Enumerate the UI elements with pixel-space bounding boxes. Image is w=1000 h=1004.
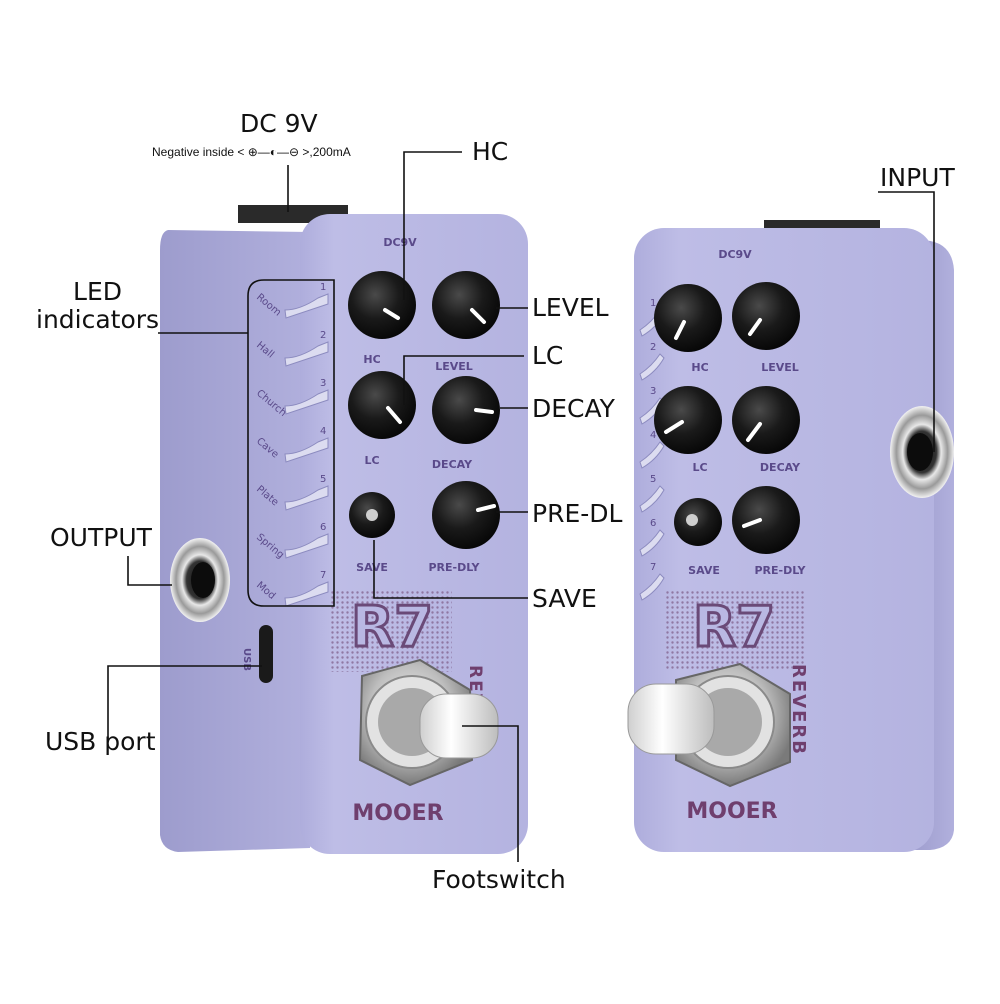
- usb-leader: [107, 665, 262, 742]
- led-indicator-right-spring: [639, 529, 665, 557]
- dc-callout: DC 9V: [240, 109, 318, 138]
- led-number: 4: [320, 426, 326, 437]
- led-indicator-right-plate: [639, 485, 665, 513]
- led-number-right: 1: [650, 298, 656, 309]
- brand-logo-right: MOOER: [686, 799, 777, 824]
- save-leader: [373, 540, 528, 599]
- save-callout: SAVE: [532, 584, 597, 613]
- knob-decay[interactable]: [432, 376, 500, 444]
- knob-lc[interactable]: [348, 371, 416, 439]
- knob-decay-right[interactable]: [732, 386, 800, 454]
- model-logo: R7: [351, 595, 433, 660]
- led-indicator-plate: [284, 485, 329, 511]
- pre-dly-face-label: PRE-DLY: [428, 561, 480, 574]
- usb-face-label: USB: [241, 648, 252, 671]
- led-indicator-room: [284, 293, 329, 319]
- hc-leader: [403, 151, 462, 300]
- led-indicator-right-mod: [639, 573, 665, 601]
- decay-face-label-right: DECAY: [760, 461, 801, 474]
- reverb-label-right: REVERB: [788, 664, 809, 756]
- level-callout: LEVEL: [532, 293, 609, 322]
- hc-face-label: HC: [363, 353, 380, 366]
- knob-hc[interactable]: [348, 271, 416, 339]
- knob-lc-right[interactable]: [654, 386, 722, 454]
- footswitch[interactable]: [358, 658, 499, 787]
- led-indicator-cave: [284, 437, 329, 463]
- led-indicator-right-hall: [639, 353, 665, 381]
- led-indicator-mod: [284, 581, 329, 607]
- led-number: 1: [320, 282, 326, 293]
- usb-callout: USB port: [45, 727, 156, 756]
- hc-callout: HC: [472, 137, 509, 166]
- led-indicator-spring: [284, 533, 329, 559]
- save-button[interactable]: [349, 492, 395, 538]
- polarity-callout: Negative inside < ⊕—◐—⊖ >,200mA: [152, 145, 351, 159]
- led-indicator-hall: [284, 341, 329, 367]
- lc-face-label-right: LC: [692, 461, 707, 474]
- led-number-right: 4: [650, 430, 656, 441]
- lc-leader: [403, 355, 524, 405]
- leader-lines: [107, 151, 935, 862]
- right-pedal: 1 2 3 4 5 6 7 R7 REVERB MOOER DC9V HC LEVEL LC…: [627, 220, 954, 852]
- knob-hc-right[interactable]: [654, 284, 722, 352]
- led-callout: LED indicators: [36, 277, 160, 334]
- footswitch-right[interactable]: [627, 662, 791, 788]
- output-callout: OUTPUT: [50, 523, 152, 552]
- level-face-label: LEVEL: [435, 360, 473, 373]
- knob-level[interactable]: [432, 271, 500, 339]
- r7-dot-logo: [330, 590, 452, 672]
- decay-callout: DECAY: [532, 394, 615, 423]
- footswitch-leader: [462, 725, 519, 862]
- led-indicator-church: [284, 389, 329, 415]
- usb-port: [259, 625, 273, 683]
- led-number-right: 5: [650, 474, 656, 485]
- pre-dly-face-label-right: PRE-DLY: [754, 564, 806, 577]
- dc-face-label-right: DC9V: [718, 248, 752, 261]
- led-bracket: [247, 279, 335, 607]
- input-leader: [878, 191, 935, 452]
- lc-face-label: LC: [364, 454, 379, 467]
- led-number-right: 7: [650, 562, 656, 573]
- save-face-label: SAVE: [356, 561, 388, 574]
- save-face-label-right: SAVE: [688, 564, 720, 577]
- save-button-right[interactable]: [674, 498, 722, 546]
- output-leader: [127, 556, 172, 586]
- led-number: 5: [320, 474, 326, 485]
- pedal-side-panel: [160, 230, 310, 852]
- led-number: 3: [320, 378, 326, 389]
- knob-level-right[interactable]: [732, 282, 800, 350]
- input-jack: [890, 406, 954, 498]
- decay-face-label: DECAY: [432, 458, 473, 471]
- lc-callout: LC: [532, 341, 564, 370]
- output-jack: [170, 538, 230, 622]
- led-indicator-right-cave: [639, 441, 665, 469]
- led-number-right: 2: [650, 342, 656, 353]
- predl-callout: PRE-DL: [532, 499, 623, 528]
- brand-logo: MOOER: [352, 801, 443, 826]
- led-number: 6: [320, 522, 326, 533]
- left-pedal: Room1Hall2Church3Cave4Plate5Spring6Mod7 …: [160, 205, 528, 854]
- led-number: 2: [320, 330, 326, 341]
- model-logo-right: R7: [693, 595, 775, 660]
- r7-dot-logo-right: [664, 590, 804, 670]
- dc-face-label: DC9V: [383, 236, 417, 249]
- led-number-right: 3: [650, 386, 656, 397]
- knob-pre-dly-right[interactable]: [732, 486, 800, 554]
- input-callout: INPUT: [880, 163, 955, 192]
- level-face-label-right: LEVEL: [761, 361, 799, 374]
- knob-pre-dly[interactable]: [432, 481, 500, 549]
- footswitch-callout: Footswitch: [432, 865, 566, 894]
- hc-face-label-right: HC: [691, 361, 708, 374]
- led-number: 7: [320, 570, 326, 581]
- led-number-right: 6: [650, 518, 656, 529]
